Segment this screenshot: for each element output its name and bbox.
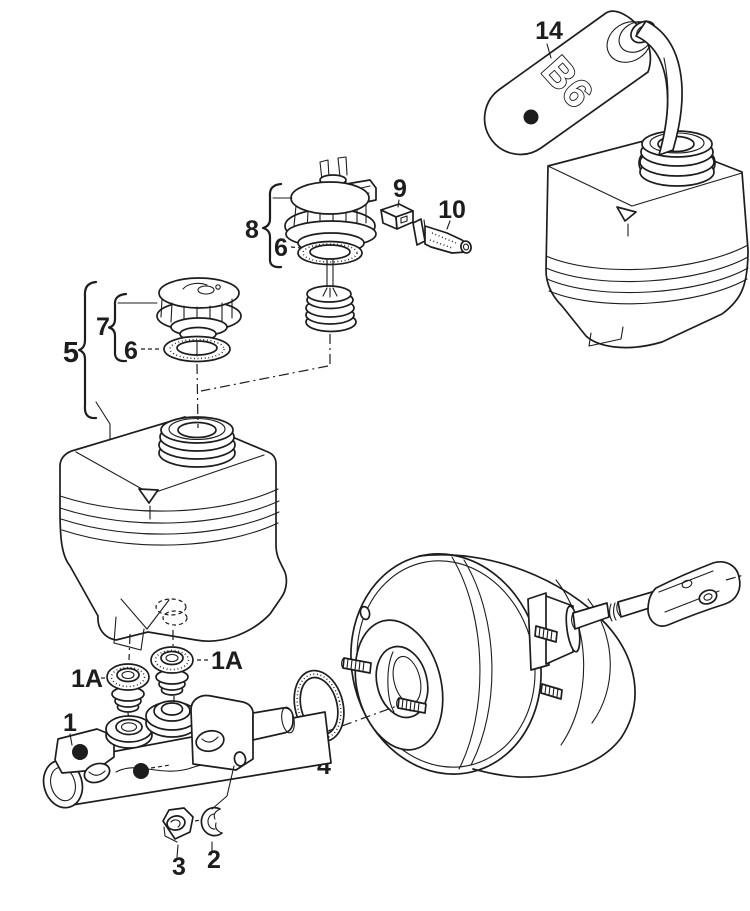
callout-5: 5 [63, 337, 79, 369]
retaining-clip: 2 [194, 806, 223, 874]
callout-8: 8 [245, 216, 259, 244]
grouping-brace-7 [107, 292, 128, 363]
pouring-stream [635, 20, 683, 156]
leader-line-2-long [211, 765, 235, 810]
mounting-stud-lower [396, 697, 427, 714]
seal-ring-left [163, 335, 231, 363]
reservoir-filler-neck [158, 416, 236, 468]
pushrod-clevis [647, 561, 741, 627]
callout-3: 3 [172, 853, 186, 881]
rear-stud-lower [540, 683, 563, 700]
fluid-bottle: B6 [483, 10, 683, 156]
sensor-insert: 10 [412, 196, 472, 254]
callout-10: 10 [438, 196, 466, 224]
callout-group-14: 14 [535, 17, 563, 59]
connector-plug: 9 [380, 175, 414, 230]
callout-2: 2 [207, 846, 221, 874]
callout-6-top: 6 [274, 234, 288, 262]
assembly-center-lines [196, 334, 331, 429]
mounting-hole-dot [72, 744, 88, 760]
grommet-right [150, 646, 194, 696]
leader-line-10 [446, 220, 451, 230]
callout-9: 9 [393, 175, 407, 203]
grommets: 1A 1A [71, 630, 243, 722]
float [305, 285, 357, 333]
grouping-brace-5 [77, 280, 98, 420]
reservoir-right-filler-neck [638, 130, 716, 187]
brake-fluid-reservoir [59, 416, 288, 651]
callout-1a-left: 1A [71, 665, 103, 693]
body-hole-dot [133, 763, 149, 779]
callout-1: 1 [63, 709, 77, 737]
brake-booster [341, 553, 745, 778]
reservoir-cap-with-sensor: 8 6 [245, 156, 377, 333]
reservoir-cap: 7 6 5 [63, 277, 242, 440]
grouping-brace-8 [261, 182, 283, 269]
reservoir-right [545, 130, 749, 349]
leader-line-6-top [290, 246, 302, 249]
leader-line-1 [69, 733, 73, 746]
master-cylinder: 1 [42, 694, 332, 810]
pushrod [571, 589, 663, 630]
cylinder-nose [252, 707, 294, 741]
callout-1a-right: 1A [211, 647, 243, 675]
bottle-dot [523, 109, 539, 125]
hex-nut: 3 [162, 807, 194, 881]
leader-line-5 [95, 401, 111, 440]
reservoir-port-left [105, 715, 153, 749]
grommet-left [106, 663, 150, 713]
seal-ring-top [297, 240, 363, 266]
rear-stud-upper [534, 625, 558, 643]
leader-line-3 [176, 844, 179, 858]
callout-7: 7 [96, 313, 110, 341]
leader-line-9 [397, 199, 400, 208]
callout-14: 14 [535, 17, 563, 45]
mounting-stud-upper [341, 657, 372, 674]
float-stem [326, 259, 334, 289]
leader-line-14 [546, 43, 552, 59]
reservoir-port-right [145, 700, 199, 738]
callout-6-left: 6 [124, 337, 138, 365]
